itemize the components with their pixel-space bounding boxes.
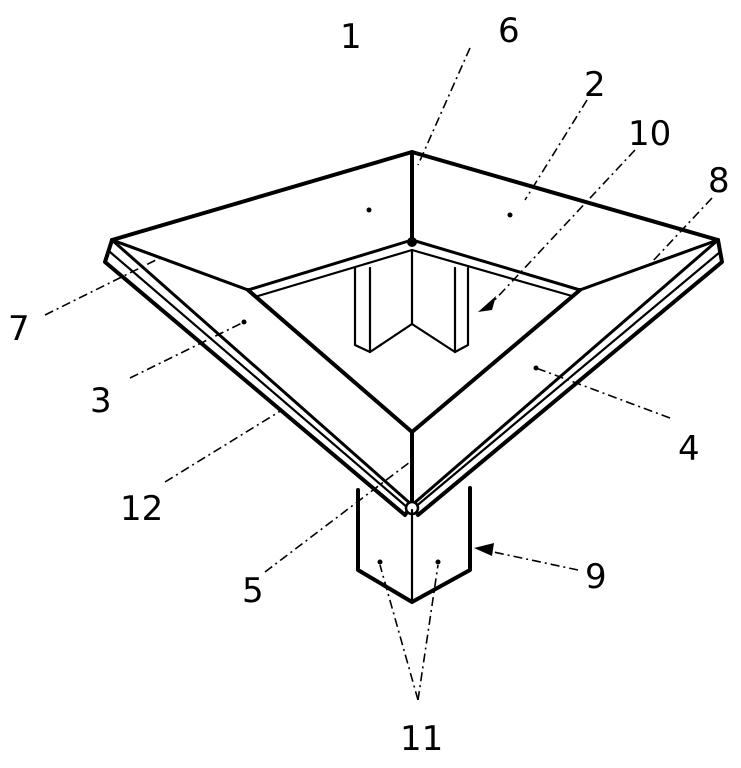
label-3: 3	[90, 381, 112, 421]
label-11: 11	[400, 719, 443, 759]
label-2: 2	[584, 65, 606, 105]
leader-10	[489, 149, 636, 306]
leader-9-arrow	[474, 543, 494, 556]
seam-joint	[407, 237, 417, 247]
leader-lines	[44, 47, 713, 701]
label-10: 10	[628, 114, 671, 154]
bottom-spout	[356, 486, 472, 604]
label-9: 9	[585, 557, 607, 597]
leader-4	[535, 367, 671, 419]
label-7: 7	[8, 309, 30, 349]
marker-1	[366, 207, 372, 213]
marker-2	[507, 212, 513, 218]
label-8: 8	[708, 161, 730, 201]
rim-left-inner-line	[108, 250, 410, 510]
leader-11b	[417, 564, 439, 701]
leader-5	[264, 461, 411, 573]
leader-8	[651, 197, 713, 263]
leader-6	[417, 47, 471, 166]
marker-11a	[377, 559, 383, 565]
label-1: 1	[340, 17, 362, 57]
label-6: 6	[498, 11, 520, 51]
label-4: 4	[678, 429, 700, 469]
leader-10-arrow	[478, 296, 496, 312]
frame-body	[103, 150, 724, 517]
leader-12	[164, 409, 283, 483]
marker-11b	[435, 559, 441, 565]
label-12: 12	[120, 489, 163, 529]
leader-3	[129, 321, 245, 379]
leader-9	[483, 549, 579, 571]
leader-11a	[379, 564, 419, 701]
reference-numerals: 1 6 2 10 8 7 3 4 12 5 9 11	[8, 11, 730, 759]
inner-spout	[353, 248, 470, 354]
corner-seam-8	[578, 238, 720, 292]
leader-7	[44, 257, 161, 316]
corner-seam-7	[110, 238, 250, 292]
leader-2	[524, 99, 588, 201]
label-5: 5	[242, 571, 264, 611]
